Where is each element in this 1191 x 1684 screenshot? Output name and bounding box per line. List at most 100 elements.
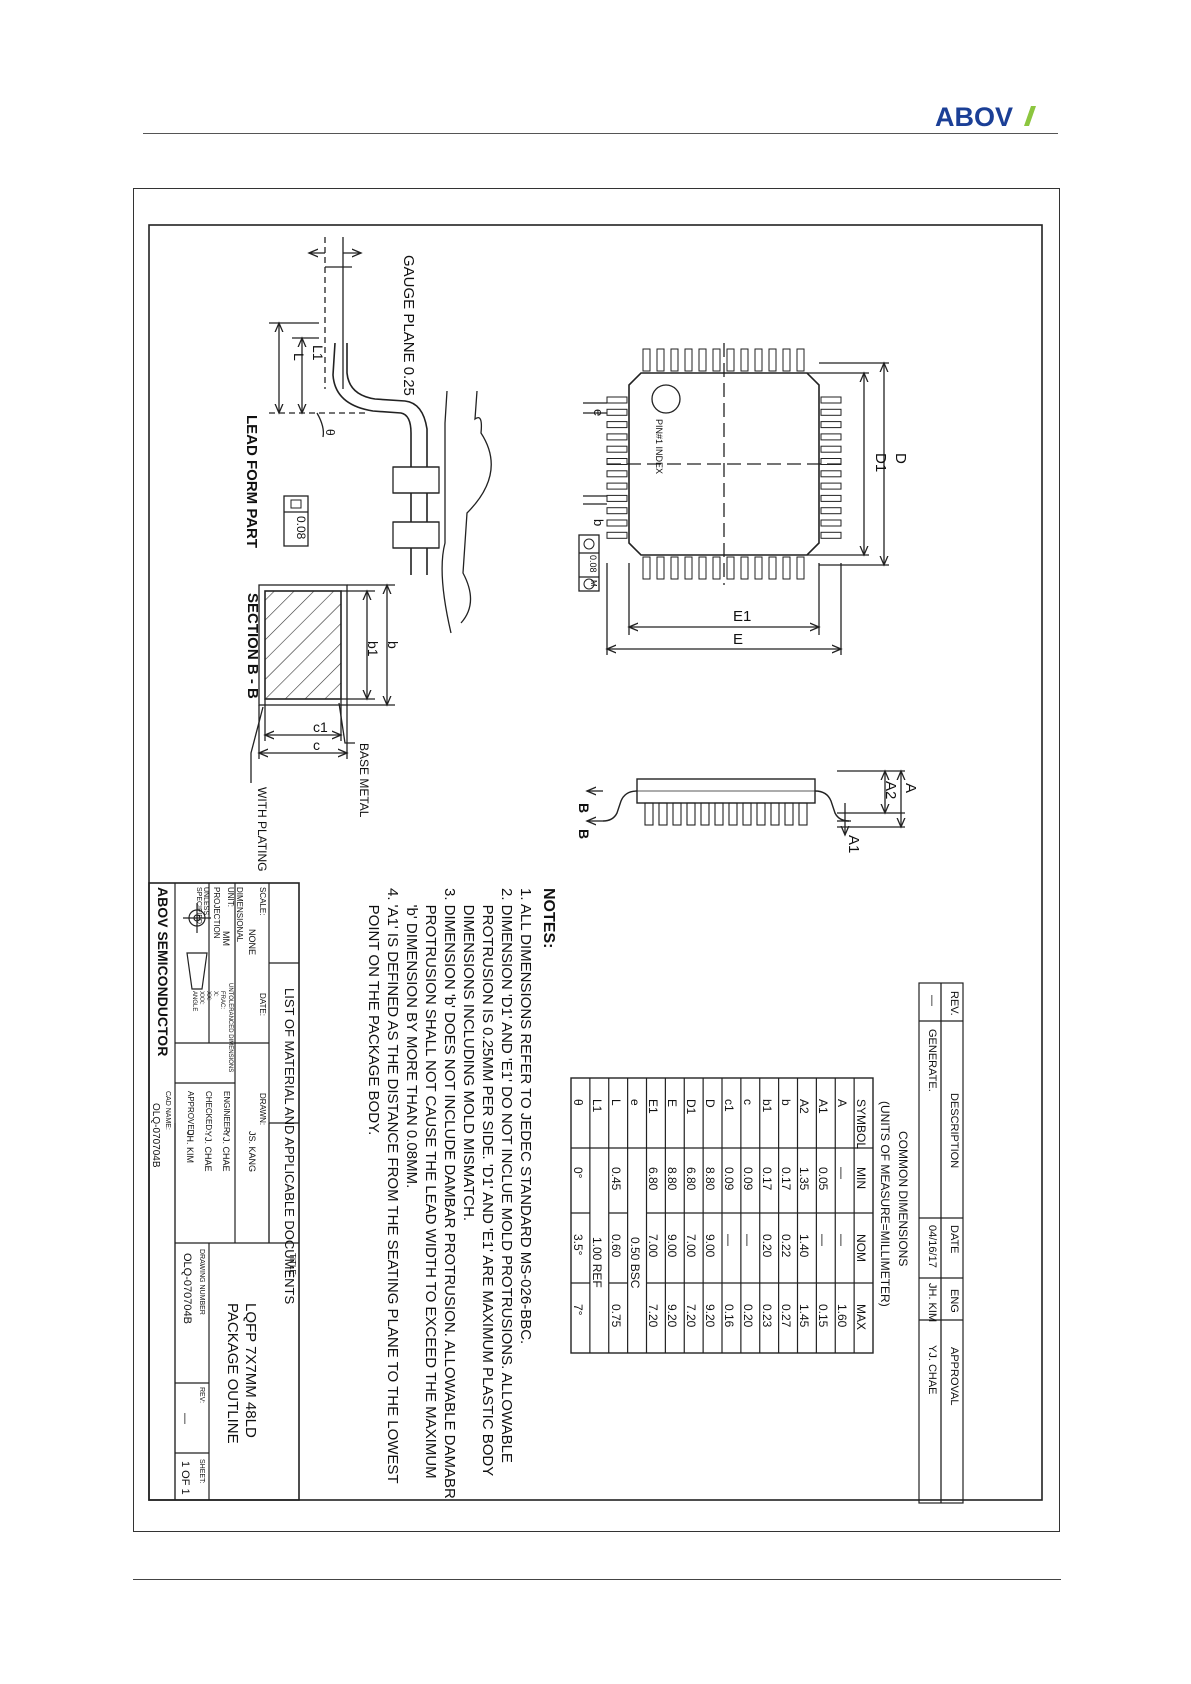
pin-lead — [606, 396, 628, 404]
dim-table-cell: — — [835, 1234, 850, 1246]
dim-table-cell: — — [721, 1234, 736, 1246]
pin-lead — [820, 507, 842, 515]
note-line: DIMENSIONS INCLUDING MOLD MISMATCH. — [460, 888, 477, 1222]
engineer-label: ENGINEER: — [222, 1091, 231, 1136]
dim-table-cell: 0.17 — [778, 1166, 793, 1190]
untoleranced-label: UNTOLERANCED DIMENSIONS — [227, 983, 233, 1073]
dim-table-cell: c — [740, 1099, 755, 1105]
section-mark-b-1: B — [576, 803, 592, 814]
scale-label: SCALE: — [258, 887, 267, 916]
xxx-label: XXX: — [198, 991, 204, 1005]
dim-table-cell: L1 — [589, 1099, 604, 1113]
note-line: 2. DIMENSION 'D1' AND 'E1' DO NOT INCLUE… — [498, 888, 515, 1463]
pin-lead — [684, 348, 693, 372]
dim-table-cell: D1 — [684, 1099, 699, 1115]
package-outline-drawing — [148, 224, 1043, 1504]
dim-L1: L1 — [310, 345, 326, 361]
checked-value: YJ. CHAE — [203, 1131, 213, 1172]
dim-table-title: COMMON DIMENSIONS — [896, 1131, 910, 1267]
dim-table-cell: b1 — [759, 1099, 774, 1113]
dim-table-cell: 9.00 — [665, 1234, 680, 1258]
drawn-label: DRAWN: — [258, 1093, 267, 1126]
pin-lead — [740, 348, 749, 372]
pin-lead — [820, 470, 842, 478]
xx-label: XX: — [205, 991, 211, 1001]
pin-lead — [684, 556, 693, 580]
dim-table-cell: e — [627, 1099, 642, 1106]
pin-lead — [698, 556, 707, 580]
sheet-value: 1 OF 1 — [179, 1461, 191, 1495]
pin-lead — [796, 348, 805, 372]
side-lead — [742, 802, 752, 826]
dim-b: b — [385, 641, 401, 649]
dim-table-cell: 3.5° — [570, 1234, 585, 1256]
title-label: TITLE: — [288, 1253, 297, 1278]
pin-lead — [712, 556, 721, 580]
date-label: DATE: — [258, 993, 267, 1016]
note-line: PROTRUSION SHALL NOT CAUSE THE LEAD WIDT… — [422, 888, 439, 1479]
dim-table-cell: 0.75 — [608, 1304, 623, 1328]
notes-title: NOTES: — [540, 888, 557, 949]
pin-lead — [606, 470, 628, 478]
dim-table-cell: 1.40 — [797, 1234, 812, 1258]
x-label: X: — [212, 991, 218, 997]
dim-table-cell: 7.20 — [684, 1304, 699, 1328]
notes-block: NOTES: 1. ALL DIMENSIONS REFER TO JEDEC … — [364, 888, 557, 1499]
pin-lead — [642, 348, 651, 372]
dim-table-cell: — — [816, 1234, 831, 1246]
dim-D1: D1 — [872, 453, 889, 473]
side-view — [587, 771, 905, 835]
pin-lead — [796, 556, 805, 580]
dim-table-cell: b — [778, 1099, 793, 1106]
dim-table-cell: 9.20 — [665, 1304, 680, 1328]
side-lead — [700, 802, 710, 826]
dim-table-header: MIN — [854, 1166, 868, 1189]
flatness-value: 0.08 — [294, 516, 308, 540]
dim-table-cell: 0.27 — [778, 1304, 793, 1328]
dim-table-cell: 0.60 — [608, 1234, 623, 1258]
dim-table-cell: 1.00 REF — [589, 1236, 604, 1288]
dim-table-cell: 0.45 — [608, 1166, 623, 1190]
company-name: ABOV SEMICONDUCTOR — [155, 887, 171, 1057]
dim-table-header: SYMBOL — [854, 1099, 868, 1150]
dim-table-cell: 7.00 — [646, 1234, 661, 1258]
rev-value: — — [179, 1413, 191, 1424]
pin-lead — [606, 507, 628, 515]
dim-unit-value: MM — [221, 931, 231, 946]
dim-A: A — [902, 783, 919, 794]
dim-table-header: NOM — [854, 1234, 868, 1262]
pin-lead — [606, 531, 628, 539]
rev-row-eng: JH. KIM — [926, 1283, 938, 1323]
side-lead — [714, 802, 724, 826]
drawing-title-line1: LQFP 7X7MM 48LD — [242, 1303, 259, 1438]
dim-A1: A1 — [845, 835, 862, 854]
cad-name-value: OLQ-070704B — [150, 1103, 161, 1168]
dim-L: L — [291, 353, 307, 361]
dim-table-cell: 0.50 BSC — [627, 1236, 642, 1288]
dim-table-subtitle: (UNITS OF MEASURE=MILLIMETER) — [878, 1101, 892, 1307]
projection-label: PROJECTION — [212, 887, 221, 939]
sheet-label: SHEET: — [198, 1459, 205, 1484]
note-line: 1. ALL DIMENSIONS REFER TO JEDEC STANDAR… — [517, 888, 534, 1345]
pin-lead — [656, 556, 665, 580]
pin-lead — [712, 348, 721, 372]
dim-table-cell: 8.80 — [665, 1166, 680, 1190]
scale-value: NONE — [247, 929, 257, 956]
rev-header-rev: REV. — [948, 991, 960, 1016]
side-lead — [644, 802, 654, 826]
unless-specified-label: UNLESS SPECIFIED — [195, 887, 209, 924]
pin-lead — [820, 433, 842, 441]
pin-lead — [820, 421, 842, 429]
cad-name-label: CAD NAME: — [164, 1091, 171, 1130]
dim-b-top: b — [591, 519, 606, 527]
position-tol-value: 0.08 — [588, 555, 598, 573]
gauge-plane-label: GAUGE PLANE 0.25 — [400, 255, 417, 396]
pin-lead — [782, 348, 791, 372]
pin-lead — [820, 482, 842, 490]
dim-table-header: MAX — [854, 1304, 868, 1331]
pin-lead — [606, 421, 628, 429]
logo-text: ABOV — [935, 103, 1013, 129]
pin-lead — [768, 348, 777, 372]
dim-table-cell: A2 — [797, 1099, 812, 1114]
dim-table-cell: 0.09 — [721, 1166, 736, 1190]
